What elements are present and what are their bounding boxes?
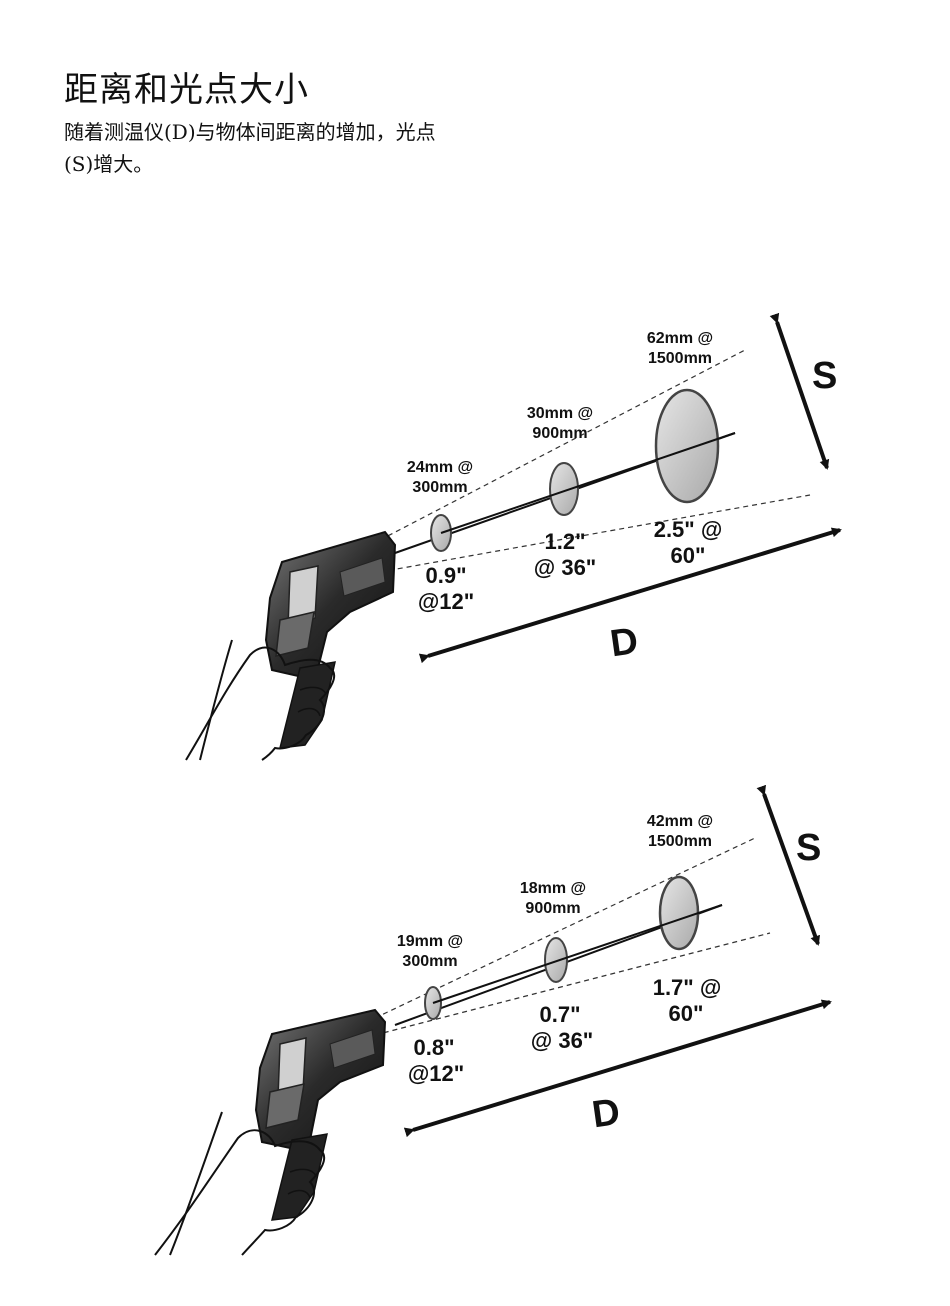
ir-thermometer-illustration	[186, 532, 395, 760]
spot-size-diagram-1: S D 24mm @ 300mm 30mm @ 900mm 62mm @ 150…	[0, 300, 950, 780]
spot-2-imperial-distance: @ 36"	[534, 555, 596, 580]
spot-size-diagram-2: S D 19mm @ 300mm 18mm @ 900mm 42mm @ 150…	[0, 780, 950, 1280]
d-label: D	[608, 620, 641, 665]
spot-1-imperial: 0.8"	[413, 1035, 454, 1060]
d-label: D	[589, 1091, 622, 1136]
spot-3-imperial-distance: 60"	[671, 543, 706, 568]
spot-3-imperial: 2.5" @	[654, 517, 723, 542]
spot-2-imperial-distance: @ 36"	[531, 1028, 593, 1053]
ir-thermometer-illustration	[155, 1010, 385, 1255]
spot-1-imperial-distance: @12"	[418, 589, 474, 614]
s-arrow	[764, 794, 818, 944]
d-arrow	[413, 1002, 830, 1130]
spot-1-metric: 24mm @	[407, 459, 473, 476]
page-title: 距离和光点大小	[64, 70, 309, 110]
spot-3-metric-distance: 1500mm	[648, 350, 712, 367]
spot-1-imperial-distance: @12"	[408, 1061, 464, 1086]
spot-2-imperial: 1.2"	[544, 529, 585, 554]
spot-2-metric-distance: 900mm	[525, 900, 580, 917]
spot-3-imperial-distance: 60"	[669, 1001, 704, 1026]
s-label: S	[796, 827, 821, 869]
spot-1-metric-distance: 300mm	[412, 479, 467, 496]
spot-1-metric-distance: 300mm	[402, 953, 457, 970]
spot-2-imperial: 0.7"	[539, 1002, 580, 1027]
spot-3-metric: 42mm @	[647, 813, 713, 830]
s-label: S	[812, 355, 837, 397]
spot-ellipse-far	[656, 390, 718, 502]
spot-3-imperial: 1.7" @	[653, 975, 722, 1000]
description-text: 随着测温仪(D)与物体间距离的增加，光点(S)增大。	[64, 116, 464, 180]
spot-ellipse-far	[660, 877, 698, 949]
spot-ellipse-mid	[550, 463, 578, 515]
spot-2-metric-distance: 900mm	[532, 425, 587, 442]
spot-ellipse-mid	[545, 938, 567, 982]
spot-3-metric: 62mm @	[647, 330, 713, 347]
spot-1-metric: 19mm @	[397, 933, 463, 950]
spot-3-metric-distance: 1500mm	[648, 833, 712, 850]
spot-2-metric: 30mm @	[527, 405, 593, 422]
spot-2-metric: 18mm @	[520, 880, 586, 897]
spot-1-imperial: 0.9"	[425, 563, 466, 588]
